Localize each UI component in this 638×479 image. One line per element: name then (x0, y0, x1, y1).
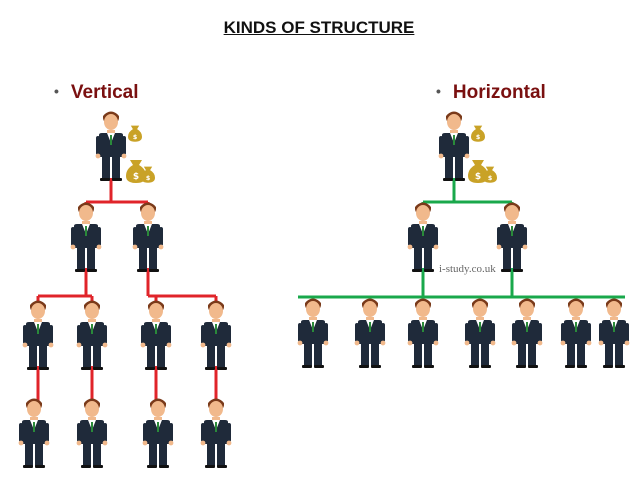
businessman-icon (200, 398, 232, 468)
businessman-icon (438, 111, 470, 181)
businessman-icon (76, 398, 108, 468)
businessman-icon (140, 300, 172, 370)
vertical-org-people (18, 111, 232, 468)
watermark: i-study.co.uk (439, 263, 496, 275)
businessman-icon (18, 398, 50, 468)
businessman-icon (496, 202, 528, 272)
businessman-icon (297, 298, 329, 368)
diagram-title: KINDS OF STRUCTURE (223, 18, 415, 37)
money-bag-icon (471, 125, 485, 142)
businessman-icon (142, 398, 174, 468)
vertical-label: Vertical (70, 82, 139, 103)
horizontal-heading: • Horizontal (436, 82, 546, 104)
vertical-heading: • Vertical (54, 82, 139, 104)
money-bag-icon (128, 125, 142, 142)
bullet-icon: • (54, 83, 59, 99)
businessman-icon (76, 300, 108, 370)
businessman-icon (511, 298, 543, 368)
businessman-icon (132, 202, 164, 272)
businessman-icon (354, 298, 386, 368)
horizontal-connector-lines (298, 178, 625, 299)
businessman-icon (70, 202, 102, 272)
businessman-icon (407, 202, 439, 272)
businessman-icon (200, 300, 232, 370)
horizontal-org-people (297, 111, 630, 368)
bullet-icon: • (436, 83, 441, 99)
vertical-connector-lines (36, 178, 218, 404)
horizontal-label: Horizontal (452, 82, 546, 103)
businessman-icon (95, 111, 127, 181)
businessman-icon (560, 298, 592, 368)
businessman-icon (598, 298, 630, 368)
businessman-icon (22, 300, 54, 370)
businessman-icon (464, 298, 496, 368)
businessman-icon (407, 298, 439, 368)
